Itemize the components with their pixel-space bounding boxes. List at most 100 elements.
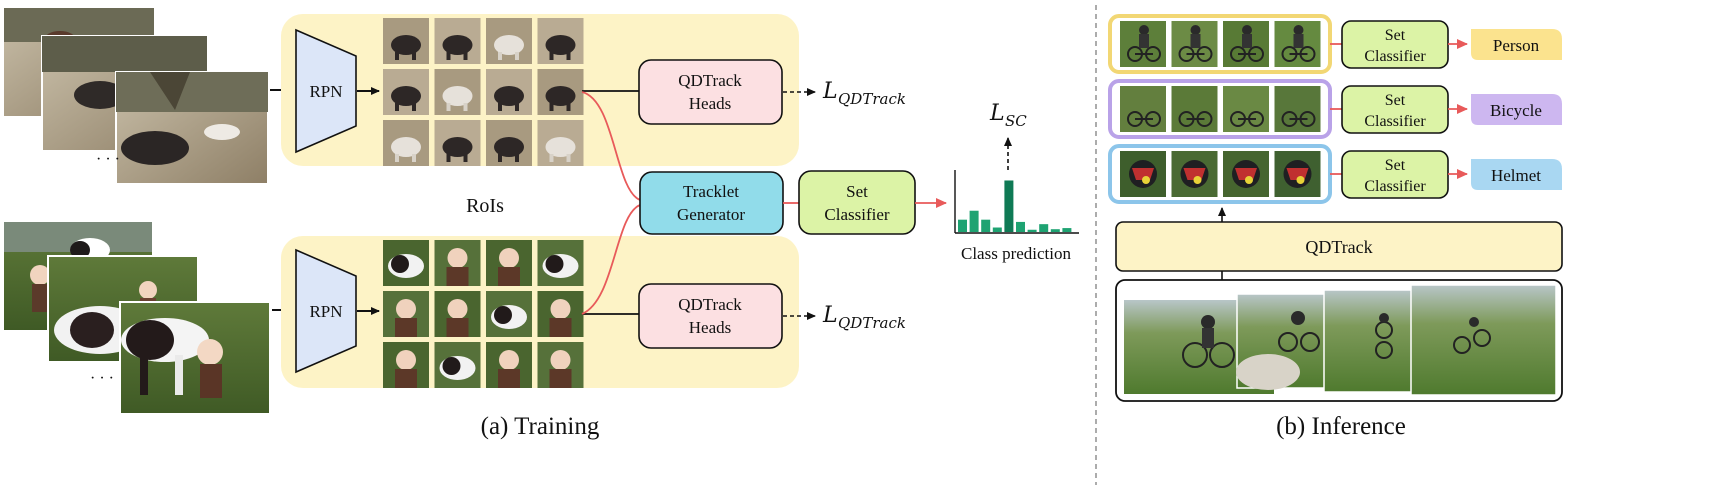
roi-thumbnail [434, 18, 481, 64]
tracklet-thumbnail [1120, 21, 1166, 67]
histogram-bar [958, 219, 967, 232]
svg-text:QDTrack: QDTrack [838, 314, 906, 332]
heads-line1: QDTrack [678, 295, 742, 314]
class-prediction-label: Class prediction [961, 244, 1072, 263]
roi-grid-bottom [383, 240, 584, 388]
class-label-text: Bicycle [1490, 101, 1542, 120]
roi-thumbnail [383, 120, 429, 166]
tracklet-line2: Generator [677, 205, 745, 224]
class-prediction-histogram [954, 170, 1079, 234]
set-line2: Classifier [1364, 178, 1426, 195]
histogram-bar [1039, 224, 1049, 232]
roi-thumbnail [486, 240, 532, 286]
training-panel: · · · [4, 8, 1079, 440]
svg-text:L: L [822, 79, 838, 104]
inference-video-box [1115, 279, 1563, 402]
rpn-bottom: RPN [295, 248, 357, 374]
video-frame [119, 301, 271, 415]
set-classifier-training: Set Classifier [798, 170, 916, 235]
qdtrack-heads-top: QDTrack Heads [638, 59, 783, 125]
tracklet-thumbnail [1120, 151, 1166, 197]
roi-thumbnail [537, 120, 584, 166]
svg-text:L: L [822, 303, 838, 328]
set-line2: Classifier [1364, 113, 1426, 130]
roi-thumbnail [383, 18, 429, 64]
tracklet-thumbnail [1171, 86, 1218, 132]
tracklet-thumbnail [1274, 151, 1321, 197]
rpn-top: RPN [295, 28, 357, 154]
histogram-bar [1062, 228, 1072, 232]
red-curve-bottom [581, 204, 641, 315]
loss-qdtrack-bottom: L QDTrack [822, 303, 906, 332]
roi-grid-top [383, 18, 584, 166]
class-label-person: Person [1471, 29, 1562, 60]
bottom-video-frames: · · · [4, 222, 271, 415]
histogram-bar [1016, 221, 1025, 232]
roi-thumbnail [434, 120, 481, 166]
roi-thumbnail [434, 291, 481, 337]
tracklet-thumbnail [1171, 21, 1218, 67]
class-label-helmet: Helmet [1471, 159, 1562, 190]
rpn-label: RPN [309, 82, 342, 101]
qdtrack-heads-bottom: QDTrack Heads [638, 283, 783, 349]
frames-ellipsis: · · · [90, 370, 114, 387]
inference-panel: SetClassifierPersonSetClassifierBicycleS… [1108, 14, 1563, 440]
class-label-text: Person [1493, 36, 1540, 55]
histogram-bar [981, 219, 991, 232]
roi-thumbnail [434, 240, 481, 286]
heads-line2: Heads [689, 94, 731, 113]
svg-text:L: L [989, 101, 1005, 126]
top-video-frames: · · · [4, 8, 269, 185]
rois-label: RoIs [466, 195, 504, 217]
roi-thumbnail [486, 69, 532, 115]
roi-thumbnail [537, 69, 584, 115]
roi-thumbnail [383, 69, 429, 115]
class-label-bicycle: Bicycle [1471, 94, 1562, 125]
roi-thumbnail [383, 240, 429, 286]
roi-thumbnail [537, 342, 584, 388]
class-label-text: Helmet [1491, 166, 1541, 185]
inference-rows: SetClassifierPersonSetClassifierBicycleS… [1108, 14, 1562, 204]
roi-thumbnail [537, 18, 584, 64]
frames-ellipsis: · · · [96, 151, 120, 168]
video-frame [1410, 284, 1557, 396]
histogram-bar [1004, 180, 1014, 232]
tracklet-thumbnail [1223, 86, 1269, 132]
training-caption: (a) Training [481, 413, 600, 440]
roi-thumbnail [486, 291, 532, 337]
inference-caption: (b) Inference [1276, 413, 1406, 440]
histogram-bar [1027, 229, 1037, 232]
set-line2: Classifier [1364, 48, 1426, 65]
histogram-bar [1050, 229, 1060, 232]
histogram-bar [969, 210, 979, 232]
roi-thumbnail [537, 291, 584, 337]
qdtrack-backbone: QDTrack [1115, 221, 1563, 272]
qdtrack-label: QDTrack [1305, 237, 1372, 257]
set-line2: Classifier [824, 205, 889, 224]
roi-thumbnail [434, 69, 481, 115]
heads-line1: QDTrack [678, 71, 742, 90]
roi-thumbnail [537, 240, 584, 286]
svg-text:QDTrack: QDTrack [838, 90, 906, 108]
set-line1: Set [1385, 157, 1406, 174]
set-line1: Set [846, 182, 868, 201]
loss-qdtrack-top: L QDTrack [822, 79, 906, 108]
heads-line2: Heads [689, 318, 731, 337]
set-line1: Set [1385, 92, 1406, 109]
rpn-label: RPN [309, 302, 342, 321]
tracklet-thumbnail [1274, 21, 1321, 67]
tracklet-line1: Tracklet [683, 182, 739, 201]
roi-thumbnail [383, 342, 429, 388]
tracklet-generator: Tracklet Generator [639, 171, 784, 235]
tracklet-thumbnail [1223, 21, 1269, 67]
tracklet-thumbnail [1120, 86, 1166, 132]
roi-thumbnail [486, 120, 532, 166]
roi-thumbnail [434, 342, 481, 388]
